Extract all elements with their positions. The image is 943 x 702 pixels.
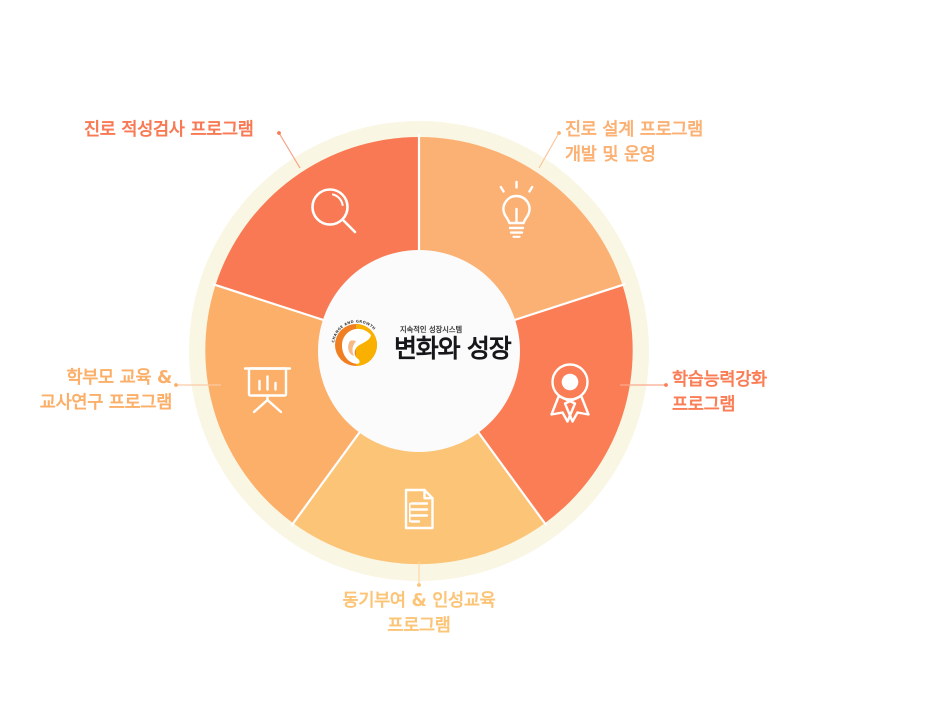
connector-parent-teacher	[174, 383, 221, 387]
logo-wordmark: 지속적인 성장시스템 변화와 성장	[394, 321, 512, 363]
connector-career-aptitude	[277, 131, 301, 169]
logo-tagline: 지속적인 성장시스템	[400, 325, 463, 334]
award-medal-icon	[550, 363, 590, 423]
logo-mark-icon: CHANGE AND GROWTH	[325, 310, 387, 372]
label-motivation-character[interactable]: 동기부여 & 인성교육 프로그램	[319, 589, 519, 640]
label-parent-teacher[interactable]: 학부모 교육 & 교사연구 프로그램	[14, 366, 173, 417]
label-learning-ability-line2: 프로그램	[672, 395, 736, 416]
connector-career-design	[538, 131, 561, 169]
document-icon	[404, 488, 434, 530]
label-career-aptitude-line1: 진로 적성검사 프로그램	[84, 120, 254, 140]
label-motivation-line2: 프로그램	[387, 616, 451, 637]
label-parent-teacher-line2: 교사연구 프로그램	[39, 393, 173, 414]
label-career-aptitude[interactable]: 진로 적성검사 프로그램	[84, 118, 254, 143]
label-motivation-line1: 동기부여 & 인성교육	[342, 591, 496, 611]
logo-name: 변화와 성장	[394, 334, 512, 363]
connector-motivation	[417, 562, 421, 587]
center-logo[interactable]: CHANGE AND GROWTH 지속적인 성장시스템 변화와 성장	[325, 300, 515, 382]
connector-learning-ability	[620, 383, 668, 387]
hub-disc	[318, 250, 520, 452]
label-parent-teacher-line1: 학부모 교육 &	[66, 368, 172, 388]
label-career-design[interactable]: 진로 설계 프로그램 개발 및 운영	[565, 118, 703, 169]
segment-motivation-character[interactable]	[293, 351, 545, 565]
presentation-board-icon	[243, 367, 292, 414]
label-learning-ability[interactable]: 학습능력강화 프로그램	[672, 368, 767, 419]
label-learning-ability-line1: 학습능력강화	[672, 370, 767, 390]
magnifier-icon	[311, 188, 357, 234]
lightbulb-icon	[499, 180, 534, 238]
label-career-design-line1: 진로 설계 프로그램	[565, 120, 703, 140]
label-career-design-line2: 개발 및 운영	[565, 145, 656, 166]
